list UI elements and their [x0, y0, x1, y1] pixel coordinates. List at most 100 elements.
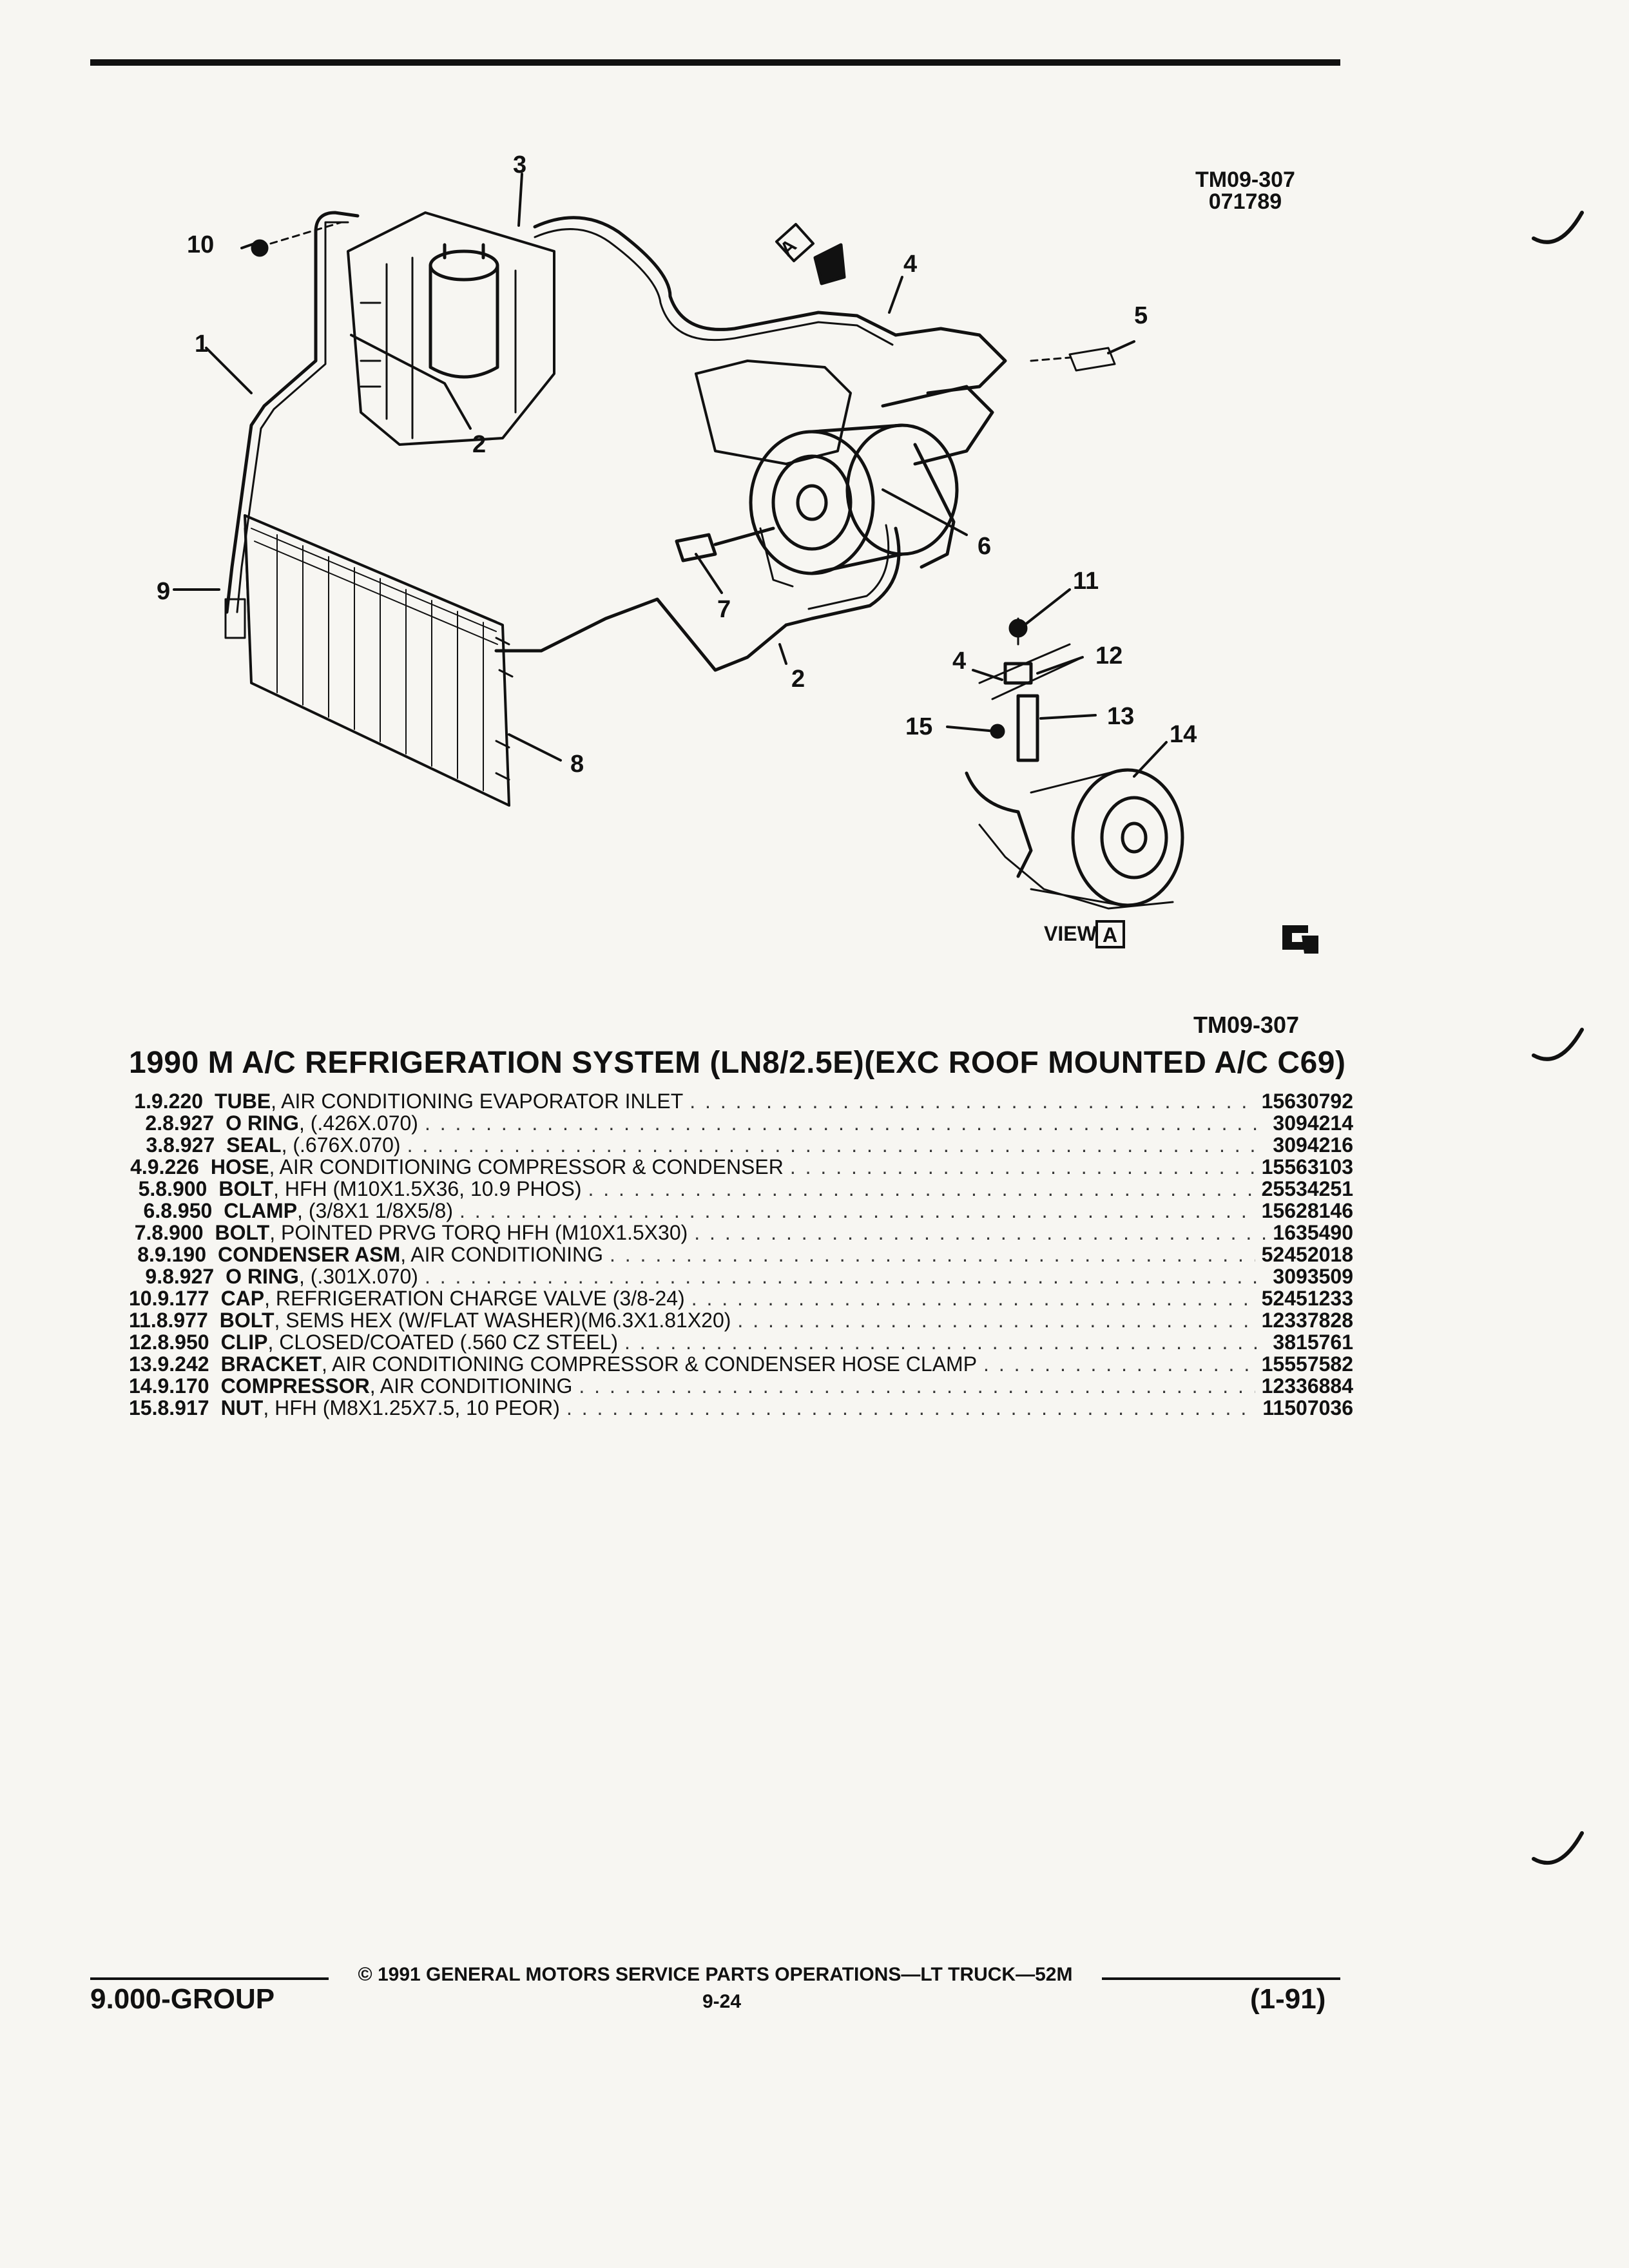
part-name: CAP [220, 1287, 265, 1310]
part-detail: , AIR CONDITIONING EVAPORATOR INLET [271, 1090, 684, 1113]
exploded-diagram: 3 10 1 2 4 5 6 7 9 2 8 11 12 4 13 15 14 … [157, 151, 1318, 954]
leader-dots [566, 1397, 1256, 1419]
tm-date: 071789 [1208, 189, 1282, 214]
part-row: 13. 9.242 BRACKET, AIR CONDITIONING COMP… [129, 1353, 1353, 1375]
part-detail: , (.426X.070) [298, 1111, 418, 1135]
leader-lines [173, 173, 1168, 778]
part-group: 9.170 [157, 1374, 209, 1398]
callout-2: 2 [472, 431, 486, 458]
part-description: O RING, (.426X.070) [226, 1112, 418, 1134]
callout-14: 14 [1170, 721, 1197, 748]
part-group: 9.226 [147, 1155, 199, 1178]
part-number: 25534251 [1261, 1177, 1353, 1200]
part-detail: , (.676X.070) [281, 1133, 401, 1157]
callout-4: 4 [903, 251, 917, 278]
footer-rule-right [1102, 1977, 1340, 1980]
part-number: 52451233 [1261, 1287, 1353, 1310]
callout-6: 6 [978, 533, 991, 560]
parts-list: 1. 9.220 TUBE, AIR CONDITIONING EVAPORAT… [129, 1090, 1353, 1419]
part-item-number: 8. [137, 1243, 155, 1266]
part-item-number: 15. [129, 1396, 158, 1419]
part-description: SEAL, (.676X.070) [226, 1134, 400, 1156]
part-description: NUT, HFH (M8X1.25X7.5, 10 PEOR) [221, 1397, 560, 1419]
part-detail: , HFH (M10X1.5X36, 10.9 PHOS) [273, 1177, 582, 1200]
part-group: 8.927 [162, 1111, 215, 1135]
part-description: TUBE, AIR CONDITIONING EVAPORATOR INLET [215, 1090, 683, 1112]
part-number: 1635490 [1273, 1221, 1353, 1244]
part-row: 7. 8.900 BOLT, POINTED PRVG TORQ HFH (M1… [129, 1222, 1353, 1244]
part-name: TUBE [215, 1090, 271, 1113]
part-item-number: 6. [143, 1199, 161, 1222]
view-letter: A [1103, 923, 1117, 947]
part-group: 8.927 [163, 1133, 215, 1157]
part-name: SEAL [226, 1133, 282, 1157]
part-description: BOLT, SEMS HEX (W/FLAT WASHER)(M6.3X1.81… [220, 1309, 731, 1331]
leader-dots [425, 1265, 1266, 1287]
part-number: 3094214 [1273, 1111, 1353, 1135]
part-name: CLAMP [224, 1199, 298, 1222]
view-direction-arrow [775, 223, 846, 285]
part-number: 52452018 [1261, 1243, 1353, 1266]
part-row: 8. 9.190 CONDENSER ASM, AIR CONDITIONING… [129, 1244, 1353, 1265]
part-item-number: 7. [134, 1221, 152, 1244]
part-group: 8.950 [157, 1331, 209, 1354]
part-group: 9.220 [151, 1090, 204, 1113]
compressor-main [695, 360, 994, 588]
part-group: 8.950 [160, 1199, 213, 1222]
part-item-number: 12. [129, 1331, 158, 1354]
part-item-number: 11. [129, 1309, 157, 1332]
leader-dots [691, 1287, 1255, 1309]
callout-1: 1 [195, 331, 208, 358]
part-item-number: 5. [138, 1177, 156, 1200]
part-group: 8.917 [157, 1396, 209, 1419]
callout-7: 7 [717, 596, 731, 623]
part-description: CAP, REFRIGERATION CHARGE VALVE (3/8-24) [221, 1287, 685, 1309]
part-row: 3. 8.927 SEAL, (.676X.070) 3094216 [129, 1134, 1353, 1156]
part-group: 8.900 [155, 1177, 207, 1200]
part-detail: , AIR CONDITIONING COMPRESSOR & CONDENSE… [322, 1352, 978, 1376]
leader-dots [459, 1200, 1255, 1222]
part-detail: , CLOSED/COATED (.560 CZ STEEL) [267, 1331, 618, 1354]
part-detail: , AIR CONDITIONING [369, 1374, 573, 1398]
part-name: COMPRESSOR [220, 1374, 370, 1398]
callout-9: 9 [157, 578, 170, 605]
evaporator-inlet-tube [225, 211, 360, 614]
part-number: 3093509 [1273, 1265, 1353, 1288]
part-name: NUT [220, 1396, 264, 1419]
callout-4-detail: 4 [952, 648, 966, 675]
cap-10 [251, 221, 343, 257]
section-title: 1990 M A/C REFRIGERATION SYSTEM (LN8/2.5… [129, 1046, 1346, 1080]
leader-dots [983, 1353, 1255, 1375]
part-name: O RING [226, 1111, 299, 1135]
part-item-number: 13. [129, 1352, 158, 1376]
part-name: CONDENSER ASM [218, 1243, 401, 1266]
leader-dots [610, 1244, 1255, 1265]
part-number: 3094216 [1273, 1133, 1353, 1157]
leader-dots [425, 1112, 1266, 1134]
leader-dots [407, 1134, 1267, 1156]
part-detail: , AIR CONDITIONING [400, 1243, 603, 1266]
bolt-5 [1030, 347, 1116, 372]
part-detail: , HFH (M8X1.25X7.5, 10 PEOR) [263, 1396, 560, 1419]
copyright-notice: © 1991 GENERAL MOTORS SERVICE PARTS OPER… [358, 1964, 1073, 1985]
revision-date: (1-91) [1250, 1983, 1326, 2015]
part-detail: , AIR CONDITIONING COMPRESSOR & CONDENSE… [269, 1155, 784, 1178]
lower-hose [494, 524, 901, 672]
part-description: CLIP, CLOSED/COATED (.560 CZ STEEL) [221, 1331, 618, 1353]
part-number: 15557582 [1261, 1352, 1353, 1376]
part-group: 8.977 [156, 1309, 208, 1332]
part-name: O RING [226, 1265, 299, 1288]
tm-reference-bottom: TM09-307 [1193, 1012, 1300, 1038]
callout-13: 13 [1107, 703, 1134, 730]
part-detail: , (3/8X1 1/8X5/8) [297, 1199, 453, 1222]
leader-dots [624, 1331, 1266, 1353]
part-item-number: 14. [129, 1374, 158, 1398]
compressor-condenser-hose [533, 216, 1007, 395]
part-name: BOLT [215, 1221, 270, 1244]
callout-3: 3 [513, 151, 526, 178]
top-rule [90, 59, 1340, 66]
accumulator-assembly [347, 211, 555, 446]
part-group: 9.177 [157, 1287, 209, 1310]
part-row: 11. 8.977 BOLT, SEMS HEX (W/FLAT WASHER)… [129, 1309, 1353, 1331]
